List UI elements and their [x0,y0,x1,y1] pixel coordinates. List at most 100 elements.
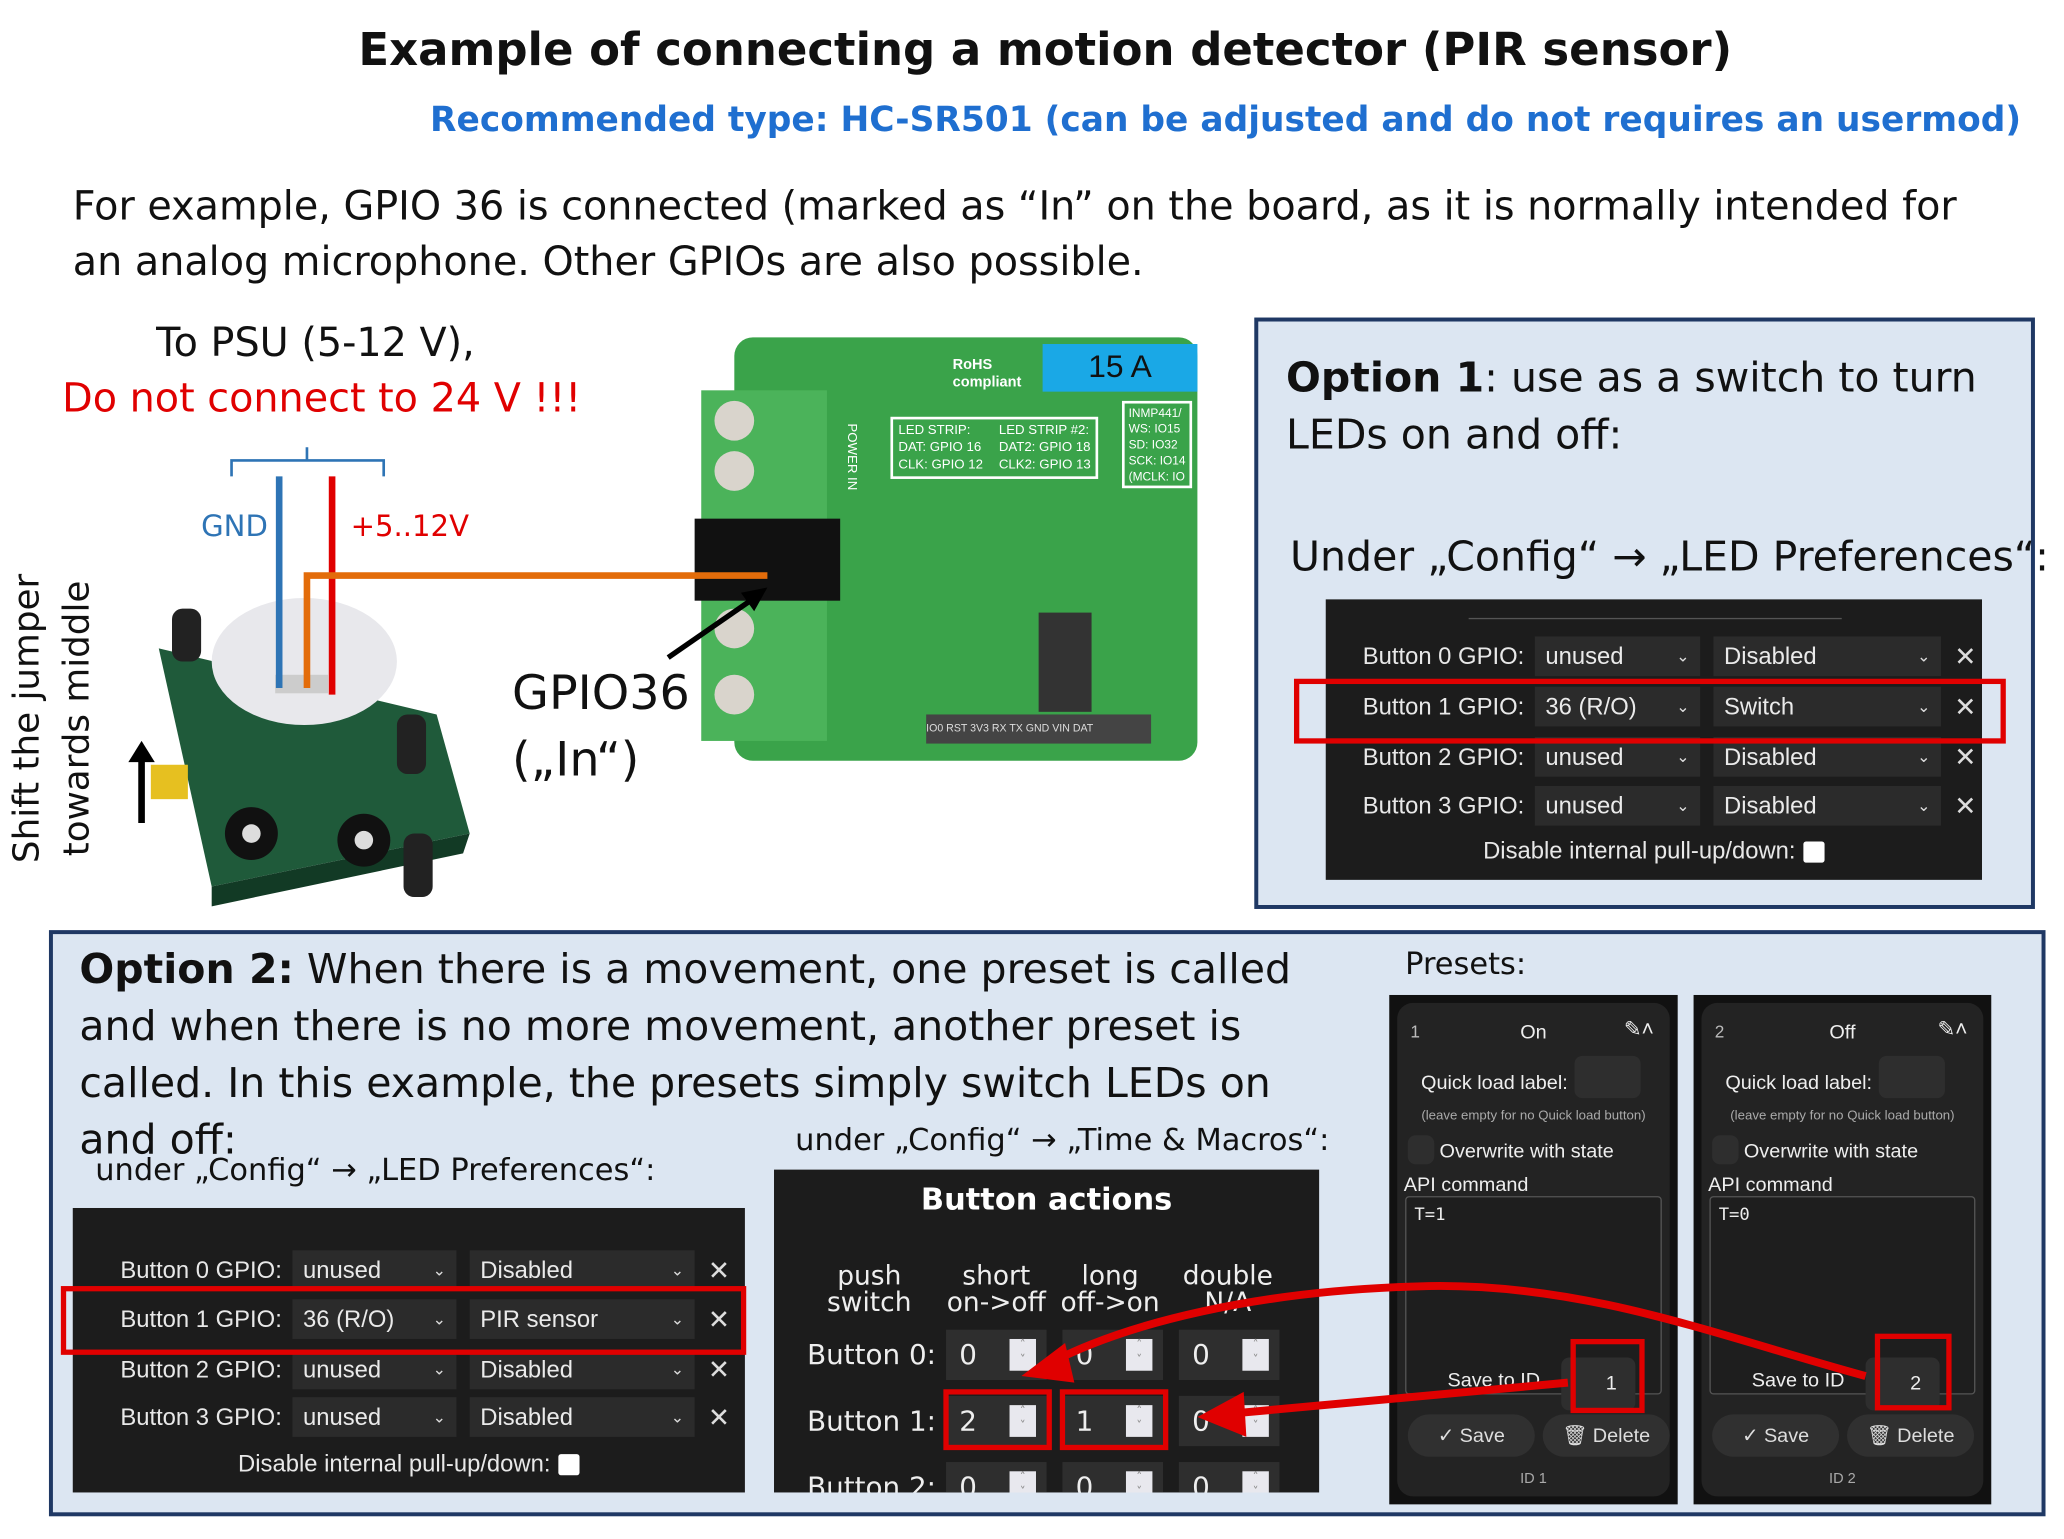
spinner-icon[interactable]: ˄˅ [1009,1338,1036,1371]
pullup-checkbox[interactable] [1803,841,1825,863]
action-preset-input[interactable]: 0 ˄˅ [1178,1395,1280,1447]
chevron-down-icon: ⌄ [1676,796,1690,816]
spinner-icon[interactable]: ˄˅ [1125,1338,1153,1371]
jumper-note-line1: Shift the jumper [6,573,48,864]
button-type-value: PIR sensor [480,1305,599,1332]
strip1-dat: DAT: GPIO 16 [898,440,982,456]
chevron-down-icon: ⌄ [1676,646,1690,666]
chevron-down-icon: ⌄ [1917,646,1931,666]
remove-icon[interactable]: ✕ [707,1403,731,1433]
edit-collapse-icon[interactable]: ✎˄ [1623,1018,1654,1042]
spinner-icon[interactable]: ˄˅ [1009,1405,1036,1437]
subtitle: Recommended type: HC-SR501 (can be adjus… [430,100,2022,141]
save-to-id-value: 1 [1605,1372,1617,1395]
action-preset-value: 0 [1192,1405,1210,1437]
action-preset-input[interactable]: 2˄˅ [946,1395,1047,1447]
option2-heading: Option 2: [79,946,294,994]
gpio-pin-select[interactable]: unused⌄ [1534,785,1701,826]
remove-icon[interactable]: ✕ [707,1305,731,1335]
save-button[interactable]: ✓Save [1407,1414,1535,1457]
gpio-row-label: Button 2 GPIO: [120,1355,282,1382]
spinner-icon[interactable]: ˄˅ [1009,1471,1036,1493]
spinner-icon[interactable]: ˄˅ [1125,1405,1153,1437]
trash-icon: 🗑 [1866,1424,1892,1448]
button-type-select[interactable]: Switch⌄ [1713,686,1941,727]
gpio-pin-select[interactable]: 36 (R/O)⌄ [292,1299,457,1339]
remove-icon[interactable]: ✕ [1954,742,1977,773]
button-type-select[interactable]: Disabled⌄ [469,1349,695,1390]
action-preset-input[interactable]: 0˄˅ [946,1329,1047,1380]
gpio-label: GPIO36 („In“) [512,662,690,794]
save-button[interactable]: ✓Save [1712,1414,1840,1457]
gpio-pin-select[interactable]: unused⌄ [1534,636,1701,677]
remove-icon[interactable]: ✕ [707,1256,731,1286]
edit-collapse-icon[interactable]: ✎˄ [1937,1018,1968,1042]
pullup-checkbox[interactable] [558,1454,580,1476]
action-preset-input[interactable]: 0˄˅ [1062,1462,1164,1493]
quick-load-label: Quick load label: [1725,1071,1873,1095]
action-preset-input[interactable]: 1˄˅ [1062,1395,1164,1447]
remove-icon[interactable]: ✕ [1954,642,1977,672]
vplus-label: +5..12V [350,510,469,544]
gpio-pin-select[interactable]: unused⌄ [1534,736,1701,777]
gpio-pin-select[interactable]: 36 (R/O)⌄ [1534,686,1701,727]
gpio-pin-select[interactable]: unused⌄ [292,1250,457,1291]
gpio-row-label: Button 1 GPIO: [1362,692,1525,720]
column-header-line: double [1182,1259,1273,1292]
preset-name: Off [1829,1021,1856,1044]
button-type-select[interactable]: Disabled⌄ [1713,785,1941,826]
overwrite-checkbox[interactable] [1407,1135,1435,1165]
spinner-icon[interactable]: ˄˅ [1242,1338,1269,1371]
spinner-icon[interactable]: ˄˅ [1125,1471,1153,1493]
gpio-pin-select[interactable]: unused⌄ [292,1349,457,1390]
overwrite-checkbox[interactable] [1712,1135,1739,1165]
option2-text: When there is a movement, one preset is … [79,946,1292,1165]
remove-icon[interactable]: ✕ [707,1355,731,1385]
delete-button[interactable]: 🗑Delete [1542,1414,1670,1457]
strip2-dat: DAT2: GPIO 18 [998,440,1091,456]
button-type-select[interactable]: PIR sensor⌄ [469,1299,695,1339]
action-preset-input[interactable]: 0˄˅ [1178,1329,1280,1380]
remove-icon[interactable]: ✕ [1954,692,1977,722]
remove-icon[interactable]: ✕ [1954,791,1977,821]
button-type-select[interactable]: Disabled⌄ [469,1397,695,1437]
pir-sensor-image [150,598,470,907]
quick-load-input[interactable] [1878,1055,1945,1099]
button-type-value: Disabled [480,1256,573,1283]
spinner-icon[interactable]: ˄˅ [1242,1405,1269,1437]
chevron-down-icon: ⌄ [432,1260,446,1280]
column-header-line: N/A [1204,1286,1252,1318]
option1-path: Under „Config“ → „LED Preferences“: [1290,533,2049,581]
chevron-down-icon: ⌄ [1917,747,1931,767]
gpio-pin-select[interactable]: unused⌄ [292,1397,457,1437]
action-preset-input[interactable]: 0˄˅ [946,1462,1047,1493]
action-preset-input[interactable]: 0˄˅ [1178,1462,1280,1493]
gpio-row-label: Button 3 GPIO: [1362,791,1525,819]
delete-button[interactable]: 🗑Delete [1847,1414,1975,1457]
short-value-highlight [943,1389,1052,1451]
psu-label: To PSU (5-12 V), [156,320,475,367]
gpio-sub: („In“) [512,732,640,788]
strip1-label: LED STRIP: [898,423,971,438]
pin-header: IO0 RST 3V3 RX TX GND VIN DAT [926,714,1152,744]
button-type-select[interactable]: Disabled⌄ [469,1250,695,1291]
spinner-icon[interactable]: ˄˅ [1242,1471,1269,1493]
strip2-label: LED STRIP #2: [998,423,1090,438]
controller-board-image: 15 A RoHS compliant LED STRIP:DAT: GPIO … [694,337,1198,761]
quick-load-input[interactable] [1574,1055,1641,1099]
power-in-label: POWER IN [844,423,859,491]
action-preset-input[interactable]: 0˄˅ [1062,1329,1164,1380]
chevron-down-icon: ⌄ [432,1360,446,1379]
button-type-select[interactable]: Disabled⌄ [1713,736,1941,777]
preset-number: 2 [1714,1021,1725,1042]
chevron-down-icon: ⌄ [670,1407,685,1427]
gpio-row: Button 3 GPIO: unused⌄ Disabled⌄ ✕ [1326,785,1982,826]
button-type-select[interactable]: Disabled⌄ [1713,636,1941,677]
pullup-label: Disable internal pull-up/down: [238,1450,551,1477]
column-header-line: push [837,1259,902,1292]
